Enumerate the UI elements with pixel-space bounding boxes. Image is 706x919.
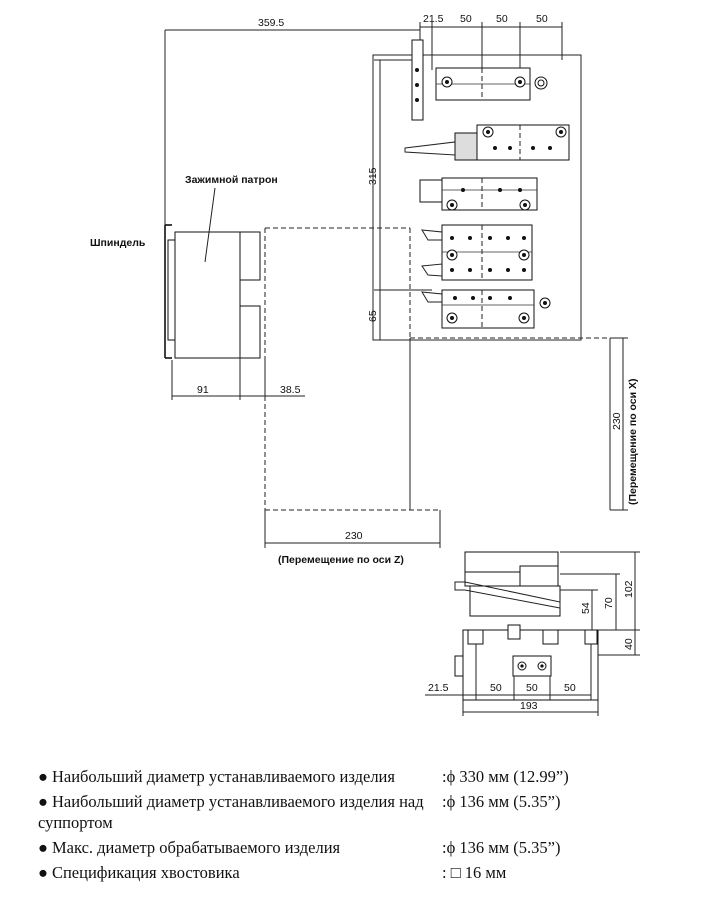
spec-row: ●Наибольший диаметр устанавливаемого изд… — [38, 766, 678, 787]
spec-label: Спецификация хвостовика — [51, 863, 240, 882]
specs-list: ●Наибольший диаметр устанавливаемого изд… — [38, 766, 678, 887]
turret-plate — [372, 54, 582, 341]
dim-bot-50a-label: 50 — [490, 682, 502, 694]
spec-label: Наибольший диаметр устанавливаемого изде… — [38, 792, 424, 832]
spec-value: :ϕ 330 мм (12.99”) — [442, 767, 569, 786]
dim-bot-50c-label: 50 — [564, 682, 576, 694]
dim-top-21-5-label: 21.5 — [423, 13, 444, 25]
bullet-icon: ● — [38, 838, 48, 857]
tool-holder-5 — [421, 289, 551, 329]
dim-91-label: 91 — [197, 384, 209, 396]
spec-label: Наибольший диаметр устанавливаемого изде… — [51, 767, 395, 786]
bullet-icon: ● — [38, 863, 48, 882]
tool-holder-3 — [419, 177, 538, 211]
spec-value: :ϕ 136 мм (5.35”) — [442, 792, 561, 811]
tool-holder-4 — [421, 224, 533, 281]
dim-230-z: 230 (Перемещение по оси Z) — [264, 510, 441, 566]
dim-70-label: 70 — [603, 597, 615, 609]
spec-row: ●Наибольший диаметр устанавливаемого изд… — [38, 791, 678, 833]
side-view — [454, 551, 599, 701]
move-z-label: (Перемещение по оси Z) — [278, 554, 404, 566]
technical-drawing: 359.5 21.5 50 50 50 — [90, 13, 640, 716]
working-area — [264, 227, 611, 511]
dim-91-38-5: 91 38.5 — [171, 358, 305, 400]
spindle-label: Шпиндель — [90, 237, 146, 249]
bullet-icon: ● — [38, 767, 48, 786]
dim-315-label: 315 — [367, 167, 379, 185]
dim-65-label: 65 — [367, 310, 379, 322]
dim-40-label: 40 — [623, 638, 635, 650]
spec-row: ●Спецификация хвостовика : □ 16 мм — [38, 862, 678, 883]
dim-top-50a-label: 50 — [460, 13, 472, 25]
dim-230-x-label: 230 — [611, 412, 623, 430]
spec-label: Макс. диаметр обрабатываемого изделия — [51, 838, 341, 857]
chuck-label: Зажимной патрон — [185, 174, 278, 186]
side-view-bottom-dims: 21.5 50 50 50 193 — [425, 644, 599, 716]
dim-230-z-label: 230 — [345, 530, 363, 542]
dim-bot-21-5-label: 21.5 — [428, 682, 449, 694]
tool-holder-2-drill — [404, 124, 570, 161]
bullet-icon: ● — [38, 792, 48, 811]
dim-230-x: 230 (Перемещение по оси X) — [610, 337, 639, 511]
side-view-vertical-dims: 102 70 54 40 — [560, 551, 640, 656]
chuck: Зажимной патрон — [174, 174, 278, 359]
spec-value: :ϕ 136 мм (5.35”) — [442, 838, 561, 857]
dim-top-50c-label: 50 — [536, 13, 548, 25]
spindle: Шпиндель — [90, 224, 176, 359]
dim-top-segments: 21.5 50 50 50 — [420, 13, 563, 70]
dim-65: 65 — [367, 290, 381, 340]
spec-row: ●Макс. диаметр обрабатываемого изделия :… — [38, 837, 678, 858]
tool-holder-1 — [411, 39, 548, 121]
move-x-label: (Перемещение по оси X) — [627, 378, 639, 505]
spec-value: : □ 16 мм — [442, 863, 507, 882]
dim-102-label: 102 — [623, 580, 635, 598]
dim-54-label: 54 — [580, 602, 592, 614]
dim-top-total: 359.5 — [164, 17, 421, 225]
dim-38-5-label: 38.5 — [280, 384, 301, 396]
dim-top-total-label: 359.5 — [258, 17, 284, 29]
dim-bot-50b-label: 50 — [526, 682, 538, 694]
dim-top-50b-label: 50 — [496, 13, 508, 25]
dim-315: 315 — [367, 59, 432, 291]
dim-193-label: 193 — [520, 700, 538, 712]
